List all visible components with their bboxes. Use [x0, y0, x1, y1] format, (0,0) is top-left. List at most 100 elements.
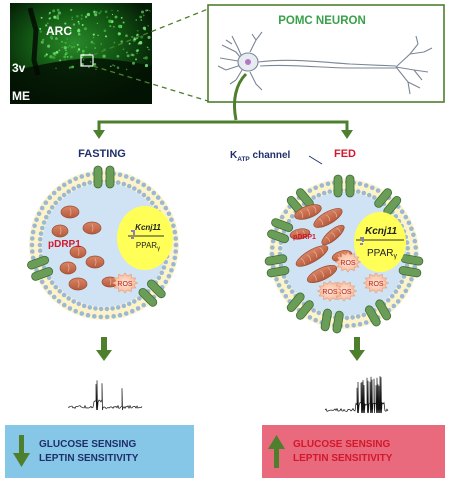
micrograph-cell-dot [122, 48, 125, 50]
lipid-head [281, 274, 287, 279]
lipid-head [73, 176, 78, 182]
micrograph-cell-dot [81, 56, 83, 59]
micrograph-cell-dot [125, 68, 128, 71]
micrograph-cell-dot [130, 53, 134, 57]
micrograph-cell-dot [56, 8, 60, 12]
lipid-head [361, 312, 367, 318]
micrograph-cell-dot [88, 66, 90, 69]
micrograph-cell-dot [50, 33, 53, 36]
lipid-head [350, 315, 355, 320]
micrograph-cell-dot [108, 19, 112, 23]
micrograph-cell-dot [43, 54, 47, 58]
lipid-head [363, 183, 369, 188]
fasting-promoter-icon [131, 230, 135, 239]
lipid-head [104, 314, 110, 320]
ros-label: ROS [117, 281, 133, 288]
micrograph-cell-dot [149, 10, 151, 12]
lipid-head [132, 299, 137, 304]
lipid-head [66, 296, 71, 301]
lipid-head [121, 181, 127, 187]
mitochondrion-icon [313, 208, 343, 228]
lipid-head [269, 251, 275, 257]
micrograph-cell-dot [113, 26, 115, 28]
lipid-head [81, 303, 87, 309]
lipid-head [313, 185, 319, 191]
lipid-head [57, 289, 63, 294]
ros-label: ROS [340, 260, 356, 267]
lipid-head [87, 305, 93, 310]
lipid-head [391, 303, 397, 309]
micrograph-cell-dot [131, 35, 134, 39]
micrograph-cell-dot [57, 11, 62, 15]
mitochondrion-icon [69, 245, 87, 259]
lipid-head [123, 174, 129, 179]
mitochondrion-icon [85, 255, 105, 269]
katp-channel [320, 308, 344, 334]
micrograph-cell-dot [69, 44, 71, 47]
micrograph-cell-dot [55, 28, 57, 31]
micrograph-cell-dot [39, 27, 42, 30]
micrograph-cell-dot [95, 68, 97, 70]
lipid-head [123, 311, 129, 316]
micrograph-cell-dot [64, 22, 67, 25]
micrograph-cell-dot [81, 63, 84, 66]
lipid-head [73, 308, 78, 314]
micrograph-cell-dot [95, 11, 98, 14]
lipid-head [173, 236, 178, 241]
micrograph-cell-dot [136, 35, 138, 37]
pomc-neuron-box: POMC NEURON [207, 4, 445, 103]
micrograph-cell-dot [135, 19, 137, 21]
fed-outcome-box: GLUCOSE SENSING LEPTIN SENSITIVITY [262, 425, 445, 478]
katp-channel [264, 254, 290, 278]
lipid-head [43, 285, 49, 290]
lipid-head [370, 185, 375, 191]
micrograph-cell-dot [83, 27, 87, 31]
katp-channel [27, 255, 54, 281]
lipid-head [85, 312, 91, 318]
micrograph-cell-dot [132, 61, 135, 65]
lipid-head [161, 265, 167, 270]
micrograph-cell-dot [114, 15, 118, 19]
lipid-head [47, 290, 53, 295]
micrograph-cell-dot [146, 9, 149, 12]
lipid-head [413, 251, 419, 257]
lipid-head [375, 188, 381, 193]
fed-outcome-line2: LEPTIN SENSITIVITY [293, 453, 393, 464]
lipid-head [389, 293, 395, 299]
lipid-head [363, 320, 369, 325]
mitochondrion-icon [306, 264, 338, 284]
lipid-head [40, 225, 45, 231]
micrograph-cell-dot [85, 46, 88, 49]
micrograph-cell-dot [97, 34, 99, 37]
lipid-head [38, 237, 43, 242]
micrograph-cell-dot [47, 44, 51, 48]
micrograph-cell-dot [63, 55, 67, 59]
micrograph-cell-dot [146, 46, 149, 49]
micrograph-cell-dot [68, 66, 71, 69]
lipid-head [61, 292, 67, 298]
neuron-illustration [217, 31, 433, 95]
mitochondrion-icon [295, 245, 329, 267]
micrograph-cell-dot [64, 41, 67, 44]
zoom-box [80, 54, 94, 67]
lipid-head [47, 195, 53, 200]
branch-line [97, 120, 349, 131]
micrograph-cell-dot [59, 59, 62, 62]
micrograph-cell-dot [55, 51, 59, 54]
lipid-head [132, 186, 137, 191]
micrograph-cell-dot [56, 16, 60, 20]
micrograph-cell-dot [100, 43, 102, 45]
micrograph-cell-dot [109, 25, 112, 28]
micrograph-cell-dot [142, 26, 146, 30]
fasting-outcome-box: GLUCOSE SENSING LEPTIN SENSITIVITY [5, 425, 194, 478]
lipid-head [117, 312, 123, 318]
micrograph-cell-dot [76, 51, 79, 53]
ros-burst-icon: ROS [316, 280, 344, 302]
lipid-head [274, 277, 279, 282]
lipid-head [36, 211, 42, 217]
lipid-head [30, 229, 36, 235]
lipid-head [115, 180, 121, 185]
lipid-head [98, 314, 104, 320]
